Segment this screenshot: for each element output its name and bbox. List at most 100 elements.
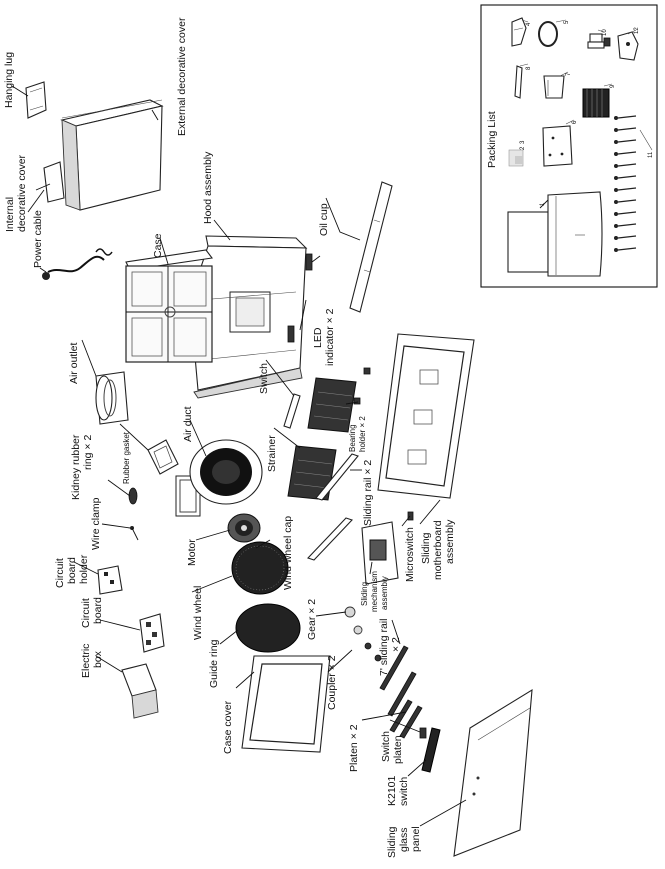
- label-case-cover: Case cover: [222, 700, 234, 754]
- packing-list-box: [480, 4, 658, 288]
- packing-number-10: 10: [602, 29, 608, 36]
- packing-number-3: 3: [520, 140, 526, 144]
- circuit-board-part: [139, 613, 165, 653]
- gear-coupler-parts: [344, 606, 382, 662]
- label-air-duct: Air duct: [182, 406, 194, 442]
- screw-icon: [617, 127, 637, 131]
- label-hood-assembly: Hood assembly: [202, 151, 214, 224]
- case-cover-part: [241, 655, 331, 753]
- packing-item-ring: [538, 21, 558, 47]
- strainer-parts: [287, 377, 357, 501]
- packing-item-clip: [543, 75, 565, 99]
- screw-icon: [617, 115, 637, 119]
- screw-icon: [617, 235, 637, 239]
- rubber-gasket-part: [147, 439, 179, 475]
- screw-icon: [617, 187, 637, 191]
- k2101-switch-part: [421, 727, 441, 773]
- label-k2101-switch-2: switch: [398, 776, 410, 806]
- screw-head-icon: [614, 128, 618, 132]
- label-sliding-mechanism-2: mechanism: [370, 571, 379, 612]
- wire-clamp-part: [130, 526, 139, 541]
- label-internal-decorative-cover-1: Internal: [4, 196, 16, 232]
- label-bearing-holder-2: holder × 2: [358, 416, 367, 452]
- label-coupler: Coupler × 2: [326, 655, 338, 710]
- screw-head-icon: [614, 236, 618, 240]
- label-led-indicator-1: LED: [312, 327, 324, 348]
- label-led-indicator-2: indicator × 2: [324, 308, 336, 367]
- packing-item-filter: [582, 88, 610, 118]
- screw-head-icon: [614, 140, 618, 144]
- bearing-holder-parts: [353, 367, 371, 405]
- label-circuit-board-holder-1: Circuit: [54, 558, 66, 588]
- label-air-outlet: Air outlet: [68, 342, 80, 384]
- internal-decorative-cover-part: [35, 161, 65, 203]
- packing-number-12: 12: [634, 27, 640, 34]
- case-part: [125, 249, 213, 363]
- packing-item-small-pack: [508, 149, 524, 167]
- label-external-decorative-cover: External decorative cover: [176, 17, 188, 136]
- label-hanging-lug: Hanging lug: [3, 51, 15, 108]
- screw-head-icon: [614, 188, 618, 192]
- screw-icon: [617, 175, 637, 179]
- screw-head-icon: [614, 224, 618, 228]
- packing-item-angle-bracket: [617, 31, 639, 61]
- power-cable-part: [42, 248, 113, 280]
- label-k2101-switch-1: K2101: [386, 775, 398, 806]
- packing-list-title: Packing List: [486, 111, 498, 168]
- external-decorative-cover-part: [60, 99, 164, 211]
- electric-box-part: [121, 663, 159, 719]
- motor-part: [227, 513, 261, 543]
- packing-number-9: 9: [610, 84, 616, 88]
- label-wind-wheel: Wind wheel: [192, 585, 204, 640]
- screw-icon: [617, 247, 637, 251]
- label-circuit-board-holder-2: board: [66, 557, 78, 584]
- label-strainer: Strainer: [266, 435, 278, 472]
- label-electric-box-1: Electric: [80, 643, 92, 678]
- label-switch-platen-1: Switch: [380, 731, 392, 762]
- label-case: Case: [152, 233, 164, 258]
- label-switch-platen-2: platen: [392, 735, 404, 764]
- label-internal-decorative-cover-2: decorative cover: [16, 154, 28, 232]
- label-sliding-glass-panel-3: panel: [410, 826, 422, 852]
- packing-item-anchor: [587, 33, 611, 49]
- label-rubber-gasket: Rubber gasket: [122, 431, 131, 484]
- label-motor: Motor: [186, 539, 198, 566]
- packing-number-7: 7: [566, 72, 572, 76]
- packing-item-screws: [614, 115, 637, 252]
- guide-ring-part: [235, 603, 301, 653]
- seven-sliding-rail-parts: [379, 645, 417, 717]
- screw-head-icon: [614, 116, 618, 120]
- label-wind-wheel-cap: Wind wheel cap: [282, 515, 294, 590]
- label-circuit-board-holder-3: holder: [78, 554, 90, 584]
- packing-number-5: 5: [564, 20, 570, 24]
- packing-number-11: 11: [648, 151, 654, 158]
- label-sliding-motherboard-1: Sliding: [420, 532, 432, 564]
- label-kidney-rubber-ring-2: ring × 2: [82, 434, 94, 470]
- packing-number-2: 2: [520, 146, 526, 150]
- oil-cup-part: [349, 181, 393, 313]
- label-sliding-glass-panel-2: glass: [398, 827, 410, 852]
- label-platen: Platen × 2: [348, 724, 360, 772]
- label-oil-cup: Oil cup: [318, 203, 330, 236]
- sliding-rail-parts: [307, 453, 359, 561]
- sliding-glass-panel-part: [453, 688, 533, 857]
- air-duct-part: [175, 439, 263, 517]
- label-power-cable: Power cable: [32, 210, 44, 268]
- packing-number-6: 6: [572, 120, 578, 124]
- screw-icon: [617, 223, 637, 227]
- sliding-mechanism-assembly-part: [361, 521, 399, 585]
- screw-icon: [617, 211, 637, 215]
- screw-head-icon: [614, 248, 618, 252]
- screw-head-icon: [614, 200, 618, 204]
- hanging-lug-part: [25, 81, 47, 119]
- packing-number-1: 1: [540, 202, 546, 206]
- screw-icon: [617, 151, 637, 155]
- label-sliding-mechanism-3: assembly: [380, 576, 389, 610]
- kidney-rubber-ring-part: [128, 487, 138, 505]
- label-gear: Gear × 2: [306, 598, 318, 640]
- leader-lines: [11, 85, 467, 827]
- label-bearing-holder-1: Bearing: [348, 424, 357, 452]
- air-outlet-part: [95, 371, 129, 425]
